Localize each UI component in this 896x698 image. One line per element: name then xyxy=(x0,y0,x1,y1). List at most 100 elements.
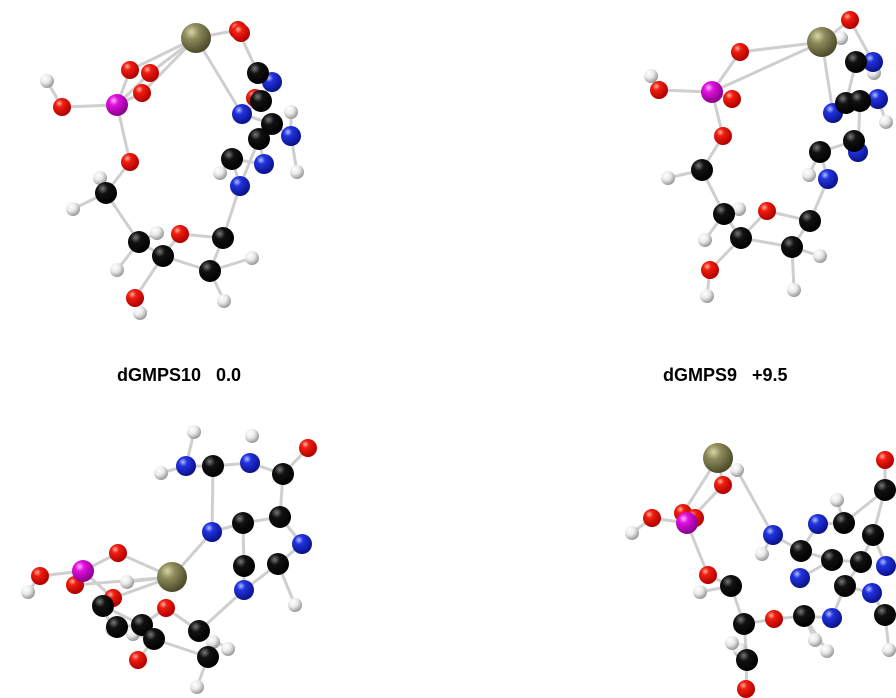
nitrogen-atom xyxy=(254,154,274,174)
carbon-atom xyxy=(874,479,896,501)
hydrogen-atom xyxy=(644,69,658,83)
hydrogen-atom xyxy=(802,168,816,182)
hydrogen-atom xyxy=(625,526,639,540)
oxygen-atom xyxy=(141,64,159,82)
oxygen-atom xyxy=(650,81,668,99)
carbon-atom xyxy=(95,182,117,204)
oxygen-atom xyxy=(109,544,127,562)
oxygen-atom xyxy=(157,599,175,617)
nitrogen-atom xyxy=(230,176,250,196)
carbon-atom xyxy=(202,455,224,477)
hydrogen-atom xyxy=(245,251,259,265)
molecule-bottom-right-render xyxy=(625,443,896,698)
oxygen-atom xyxy=(765,610,783,628)
molecule-dgmps10 xyxy=(0,0,340,330)
carbon-atom xyxy=(730,227,752,249)
hydrogen-atom xyxy=(66,202,80,216)
carbon-atom xyxy=(212,227,234,249)
nitrogen-atom xyxy=(232,104,252,124)
oxygen-atom xyxy=(299,439,317,457)
carbon-atom xyxy=(849,90,871,112)
oxygen-atom xyxy=(758,202,776,220)
nitrogen-atom xyxy=(281,126,301,146)
label-dgmps9: dGMPS9 +9.5 xyxy=(663,365,788,385)
carbon-atom xyxy=(821,549,843,571)
nitrogen-atom xyxy=(240,453,260,473)
molecule-bottom-left-render xyxy=(21,425,317,694)
nitrogen-atom xyxy=(790,568,810,588)
nitrogen-atom xyxy=(234,580,254,600)
carbon-atom xyxy=(199,260,221,282)
carbon-atom xyxy=(143,628,165,650)
hydrogen-atom xyxy=(110,263,124,277)
hydrogen-atom xyxy=(700,289,714,303)
carbon-atom xyxy=(250,90,272,112)
metal-atom xyxy=(703,443,733,473)
hydrogen-atom xyxy=(217,294,231,308)
oxygen-atom xyxy=(714,476,732,494)
hydrogen-atom xyxy=(40,74,54,88)
oxygen-atom xyxy=(841,11,859,29)
oxygen-atom xyxy=(133,84,151,102)
hydrogen-atom xyxy=(221,642,235,656)
nitrogen-atom xyxy=(822,608,842,628)
carbon-atom xyxy=(152,245,174,267)
hydrogen-atom xyxy=(290,165,304,179)
molecule-bottom-left xyxy=(0,410,340,698)
molecule-dgmps9 xyxy=(610,0,896,320)
hydrogen-atom xyxy=(288,598,302,612)
hydrogen-atom xyxy=(787,283,801,297)
hydrogen-atom xyxy=(154,466,168,480)
hydrogen-atom xyxy=(725,636,739,650)
hydrogen-atom xyxy=(187,425,201,439)
carbon-atom xyxy=(834,575,856,597)
nitrogen-atom xyxy=(818,169,838,189)
bond xyxy=(735,468,775,537)
carbon-atom xyxy=(793,605,815,627)
carbon-atom xyxy=(809,141,831,163)
nitrogen-atom xyxy=(292,534,312,554)
oxygen-atom xyxy=(121,153,139,171)
carbon-atom xyxy=(733,613,755,635)
carbon-atom xyxy=(833,512,855,534)
oxygen-atom xyxy=(737,680,755,698)
oxygen-atom xyxy=(31,567,49,585)
metal-atom xyxy=(181,23,211,53)
nitrogen-atom xyxy=(863,52,883,72)
nitrogen-atom xyxy=(862,583,882,603)
hydrogen-atom xyxy=(879,115,893,129)
phosphorus-atom xyxy=(106,94,128,116)
carbon-atom xyxy=(128,231,150,253)
carbon-atom xyxy=(874,604,896,626)
carbon-atom xyxy=(272,463,294,485)
nitrogen-atom xyxy=(868,89,888,109)
hydrogen-atom xyxy=(93,171,107,185)
carbon-atom xyxy=(233,555,255,577)
nitrogen-atom xyxy=(202,522,222,542)
oxygen-atom xyxy=(723,90,741,108)
oxygen-atom xyxy=(876,451,894,469)
carbon-atom xyxy=(850,551,872,573)
hydrogen-atom xyxy=(813,249,827,263)
hydrogen-atom xyxy=(820,644,834,658)
oxygen-atom xyxy=(731,43,749,61)
oxygen-atom xyxy=(121,61,139,79)
nitrogen-atom xyxy=(876,556,896,576)
hydrogen-atom xyxy=(213,166,227,180)
carbon-atom xyxy=(188,620,210,642)
hydrogen-atom xyxy=(830,493,844,507)
hydrogen-atom xyxy=(206,635,220,649)
molecule-dgmps9-render xyxy=(644,11,893,303)
oxygen-atom xyxy=(643,509,661,527)
carbon-atom xyxy=(781,236,803,258)
nitrogen-atom xyxy=(808,514,828,534)
hydrogen-atom xyxy=(698,233,712,247)
oxygen-atom xyxy=(701,261,719,279)
phosphorus-atom xyxy=(72,560,94,582)
molecule-dgmps10-render xyxy=(40,21,304,320)
carbon-atom xyxy=(790,540,812,562)
carbon-atom xyxy=(92,595,114,617)
metal-atom xyxy=(807,27,837,57)
carbon-atom xyxy=(691,159,713,181)
carbon-atom xyxy=(736,649,758,671)
